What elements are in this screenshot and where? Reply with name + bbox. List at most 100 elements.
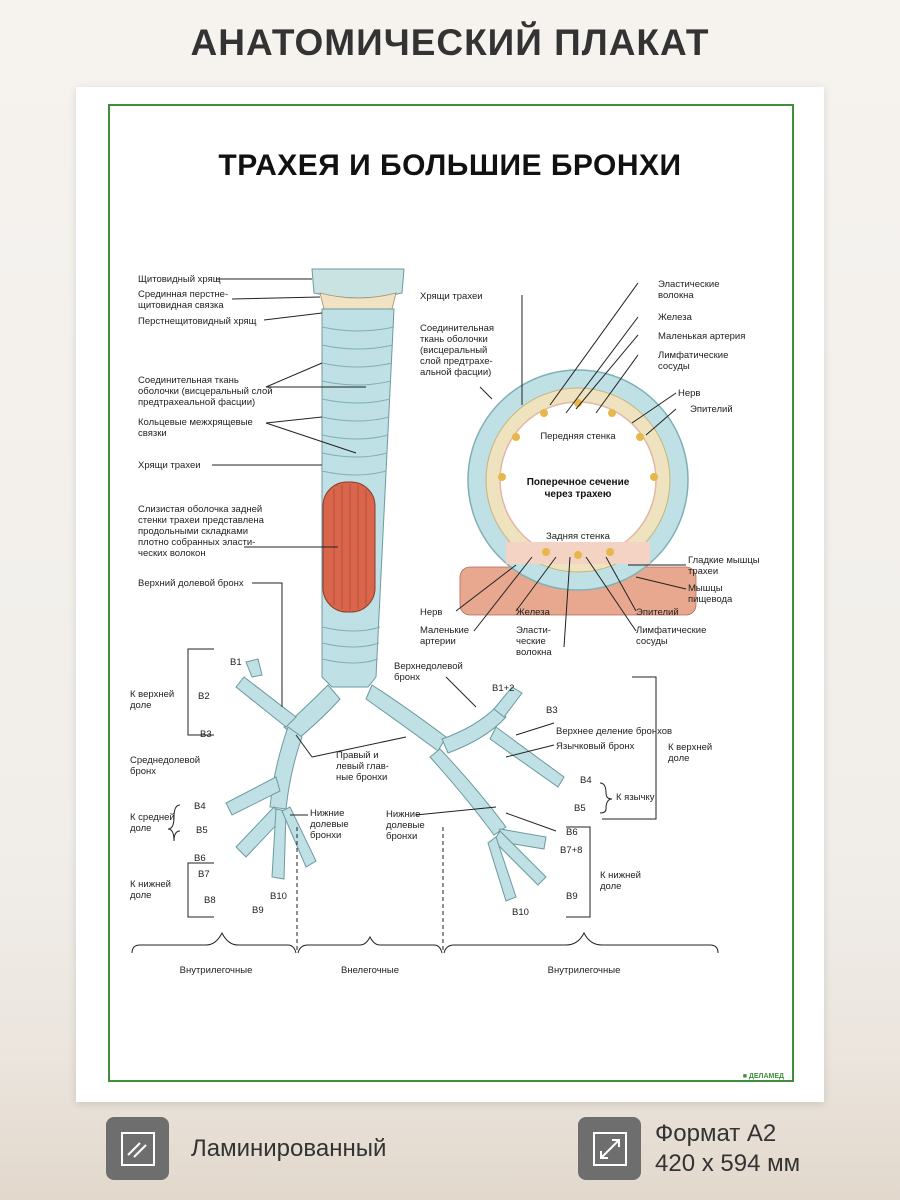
label-cricothyroid-2: щитовидная связка <box>138 300 224 311</box>
cross-section-title-2: через трахею <box>545 489 612 500</box>
page-header-title: АНАТОМИЧЕСКИЙ ПЛАКАТ <box>190 22 710 63</box>
label-to-lower-right-2: доле <box>600 881 621 892</box>
label-mucosa-3: продольными складками <box>138 526 248 537</box>
segment-b4-left: B4 <box>194 801 206 812</box>
cs-b-nerve: Нерв <box>420 607 442 618</box>
label-connective-1: Соединительная ткань <box>138 375 239 386</box>
leader-lines <box>131 278 719 954</box>
cs-nerve: Нерв <box>678 388 700 399</box>
label-intrapulmonary-right: Внутрилегочные <box>548 965 621 976</box>
label-upper-division: Верхнее деление бронхов <box>556 726 672 737</box>
segment-b8-left: B8 <box>204 895 216 906</box>
label-lower-lobe-left-2: долевые <box>310 819 349 830</box>
brand-logo-icon: ■ <box>742 1073 747 1080</box>
cs-b-epithelium: Эпителий <box>636 607 679 618</box>
segment-b6-right: B6 <box>566 827 578 838</box>
label-annular-1: Кольцевые межхрящевые <box>138 417 253 428</box>
cs-b-lymph-1: Лимфатические <box>636 625 706 636</box>
cs-elastic-2: волокна <box>658 290 694 301</box>
format-text: Формат А2 420 х 594 мм <box>655 1119 800 1179</box>
format-feature: Формат А2 420 х 594 мм <box>578 1117 800 1180</box>
cs-b-arteries-1: Маленькие <box>420 625 469 636</box>
cs-esoph-1: Мышцы <box>688 583 723 594</box>
label-cricoid-cartilage: Перстнещитовидный хрящ <box>138 316 257 327</box>
label-to-middle-2: доле <box>130 823 151 834</box>
segment-b9-left: B9 <box>252 905 264 916</box>
anterior-wall-label: Передняя стенка <box>540 431 616 442</box>
label-lower-lobe-left-1: Нижние <box>310 808 344 819</box>
segment-b3-left: B3 <box>200 729 212 740</box>
label-mucosa-1: Слизистая оболочка задней <box>138 504 262 515</box>
label-main-bronchi-1: Правый и <box>336 750 379 761</box>
left-labels: Щитовидный хрящ Срединная перстне- щитов… <box>130 274 389 901</box>
segment-b5-left: B5 <box>196 825 208 836</box>
format-line-2: 420 х 594 мм <box>655 1149 801 1177</box>
trachea-illustration <box>225 268 565 902</box>
label-middle-lobe-1: Среднедолевой <box>130 755 200 766</box>
segment-b2-left: B2 <box>198 691 210 702</box>
segment-b10-right: B10 <box>512 907 529 918</box>
cs-small-artery: Маленькая артерия <box>658 331 745 342</box>
segment-labels-right: B1+2 B3 B4 B5 B6 B7+8 B9 B10 <box>492 683 592 918</box>
label-to-lower-2: доле <box>130 890 151 901</box>
label-lower-lobe-right-2: долевые <box>386 820 425 831</box>
label-connective-3: предтрахеальной фасции) <box>138 397 255 408</box>
cs-connective-2: ткань оболочки <box>420 334 488 345</box>
cs-gland: Железа <box>658 312 693 323</box>
brand-logo: ■ ДЕЛАМЕД <box>743 1073 784 1080</box>
cs-connective-1: Соединительная <box>420 323 494 334</box>
segment-b6-left: B6 <box>194 853 206 864</box>
cs-smooth-1: Гладкие мышцы <box>688 555 760 566</box>
label-middle-lobe-2: бронх <box>130 766 156 777</box>
cs-connective-5: альной фасции) <box>420 367 491 378</box>
label-mucosa-4: плотно собранных эласти- <box>138 537 255 548</box>
cs-lymph-1: Лимфатические <box>658 350 728 361</box>
segment-b7-8-right: B7+8 <box>560 845 582 856</box>
cs-epithelium: Эпителий <box>690 404 733 415</box>
cs-b-elastic-2: ческие <box>516 636 546 647</box>
label-lower-lobe-right-1: Нижние <box>386 809 420 820</box>
label-extrapulmonary: Внелегочные <box>341 965 399 976</box>
label-upper-lobe-right-1: Верхнедолевой <box>394 661 463 672</box>
laminated-text: Ламинированный <box>191 1134 387 1162</box>
label-to-lower-right-1: К нижней <box>600 870 641 881</box>
cs-b-gland: Железа <box>516 607 551 618</box>
region-labels: Внутрилегочные Внелегочные Внутрилегочны… <box>180 965 621 976</box>
segment-b10-left: B10 <box>270 891 287 902</box>
cs-smooth-2: трахеи <box>688 566 718 577</box>
label-lower-lobe-right-3: бронхи <box>386 831 417 842</box>
segment-labels-left: B1 B2 B3 B4 B5 B6 B7 B8 B9 B10 <box>194 657 287 916</box>
cs-b-elastic-1: Эласти- <box>516 625 551 636</box>
label-upper-lobe-bronchus: Верхний долевой бронх <box>138 578 244 589</box>
brand-name: ДЕЛАМЕД <box>748 1073 784 1080</box>
label-to-lingula: К язычку <box>616 792 655 803</box>
format-line-1: Формат А2 <box>655 1119 777 1147</box>
cs-esoph-2: пищевода <box>688 594 733 605</box>
trachea-diagram: Щитовидный хрящ Срединная перстне- щитов… <box>130 268 760 976</box>
poster-title: ТРАХЕЯ И БОЛЬШИЕ БРОНХИ <box>218 149 682 182</box>
label-to-upper-1: К верхней <box>130 689 174 700</box>
label-to-upper-right-2: доле <box>668 753 689 764</box>
label-connective-2: оболочки (висцеральный слой <box>138 386 273 397</box>
segment-b4-right: B4 <box>580 775 592 786</box>
cs-connective-4: слой предтрахе- <box>420 356 493 367</box>
label-annular-2: связки <box>138 428 167 439</box>
label-main-bronchi-3: ные бронхи <box>336 772 387 783</box>
segment-b7-left: B7 <box>198 869 210 880</box>
laminated-icon <box>106 1117 169 1180</box>
cs-cartilages: Хрящи трахеи <box>420 291 483 302</box>
label-upper-lobe-right-2: бронх <box>394 672 420 683</box>
laminated-feature: Ламинированный <box>106 1117 386 1180</box>
right-labels: Верхнедолевой бронх Верхнее деление брон… <box>386 661 712 892</box>
segment-b5-right: B5 <box>574 803 586 814</box>
cs-connective-3: (висцеральный <box>420 345 487 356</box>
cross-section-labels: Поперечное сечение через трахею Передняя… <box>420 279 760 658</box>
label-to-upper-2: доле <box>130 700 151 711</box>
cs-b-arteries-2: артерии <box>420 636 456 647</box>
label-mucosa-2: стенки трахеи представлена <box>138 515 265 526</box>
label-intrapulmonary-left: Внутрилегочные <box>180 965 253 976</box>
segment-b1-2-right: B1+2 <box>492 683 514 694</box>
poster-frame <box>108 104 794 1082</box>
cs-elastic-1: Эластические <box>658 279 719 290</box>
label-main-bronchi-2: левый глав- <box>336 761 389 772</box>
